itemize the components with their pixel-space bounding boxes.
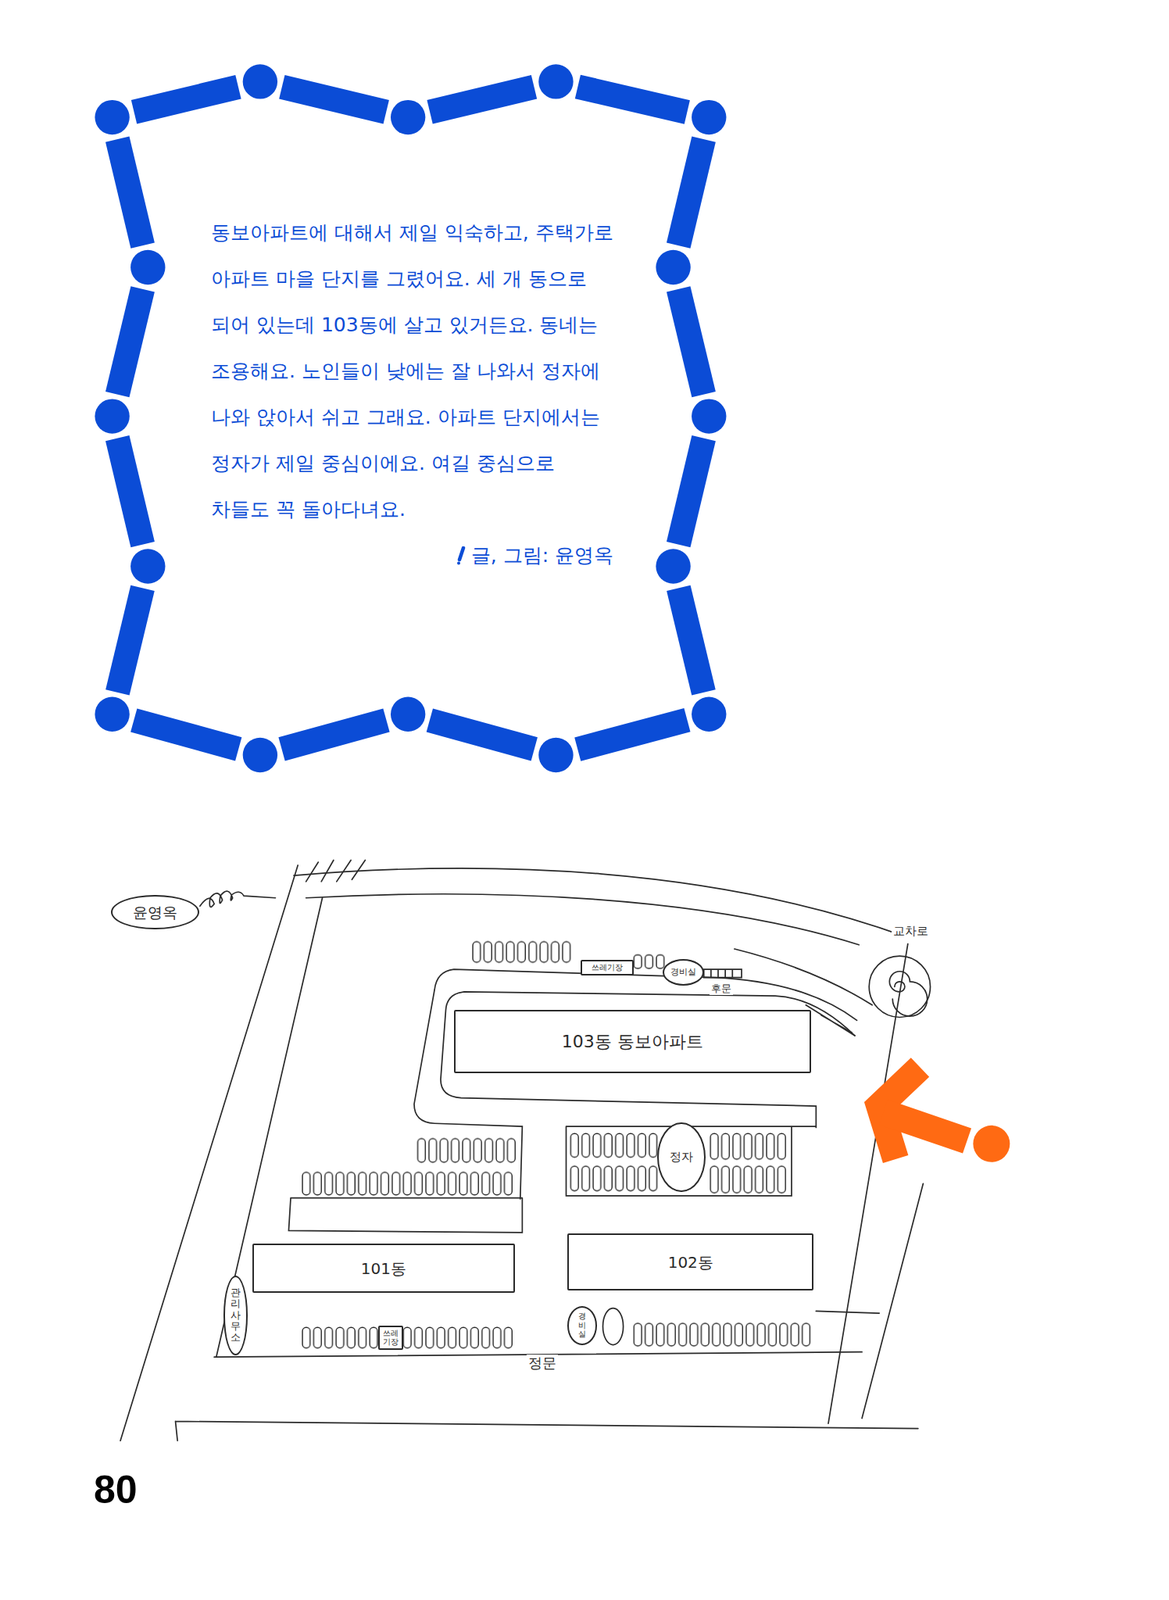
page-number: 80 xyxy=(92,1465,140,1513)
frame-bar xyxy=(117,289,143,395)
frame-dot xyxy=(130,250,165,285)
gate xyxy=(704,968,742,977)
frame-bar xyxy=(577,86,687,113)
frame-dot xyxy=(655,250,690,285)
node-label: 경비실 xyxy=(575,1311,590,1339)
frame-dot xyxy=(390,697,426,732)
drawing xyxy=(94,64,1010,1441)
node-label: 관리사무소 xyxy=(230,1286,241,1343)
body-text: 동보아파트에 대해서 제일 익숙하고, 주택가로 아파트 마을 단지를 그렸어요… xyxy=(210,209,614,533)
frame-bar xyxy=(117,587,143,692)
node-label: 103동 동보아파트 xyxy=(561,1031,704,1052)
frame-bar xyxy=(282,719,387,749)
frame-dot xyxy=(390,100,426,135)
parking-row xyxy=(708,1132,788,1160)
frame-dot xyxy=(691,697,726,732)
parking-row xyxy=(471,940,572,964)
frame-dot xyxy=(538,64,573,99)
node-label: 경비실 xyxy=(670,966,697,977)
roundabout xyxy=(868,955,930,1017)
office-oval: 관리사무소 xyxy=(223,1275,248,1355)
frame-bar xyxy=(117,438,143,545)
pavilion-oval: 정자 xyxy=(657,1122,705,1192)
signature-squiggle xyxy=(200,890,276,907)
frame-dot xyxy=(691,100,726,135)
text-frame: 동보아파트에 대해서 제일 익숙하고, 주택가로 아파트 마을 단지를 그렸어요… xyxy=(210,209,614,573)
parking-row xyxy=(416,1137,518,1164)
signature-oval: 윤영옥 xyxy=(110,894,199,930)
hatch xyxy=(306,859,366,881)
frame-dot xyxy=(655,548,690,583)
frame-dots xyxy=(94,64,726,773)
credit-text: 글, 그림: 윤영옥 xyxy=(210,538,614,573)
node-label: 쓰레기장 xyxy=(382,1328,400,1347)
gate-label: 정문 xyxy=(526,1354,558,1372)
guard-oval: 경비실 xyxy=(567,1305,598,1345)
frame-dot xyxy=(94,100,129,135)
frame-bar xyxy=(577,719,687,749)
arrow-shaft xyxy=(883,1111,967,1141)
frame-bar xyxy=(429,719,535,749)
road-line xyxy=(306,893,860,945)
node-label: 정자 xyxy=(669,1149,694,1164)
pencil-icon xyxy=(455,546,467,565)
road-line xyxy=(815,1310,880,1313)
roundabout-spiral xyxy=(889,971,927,1016)
road-line xyxy=(288,1197,522,1233)
frame-bar xyxy=(282,86,387,112)
frame-bar xyxy=(678,587,704,692)
garbage-box: 쓰레기장 xyxy=(580,959,634,976)
building-box: 103동 동보아파트 xyxy=(454,1009,812,1073)
gate-label: 후문 xyxy=(709,982,733,995)
road-line xyxy=(861,1183,923,1418)
map-lines xyxy=(120,859,930,1441)
frame-bar xyxy=(134,86,239,112)
building-box: 101동 xyxy=(252,1243,515,1293)
blue-frame xyxy=(117,86,704,750)
frame-dot xyxy=(243,737,278,773)
frame-dot xyxy=(243,64,278,99)
frame-bar xyxy=(429,86,534,112)
parking-row xyxy=(568,1165,659,1192)
orange-arrow xyxy=(879,1066,1010,1162)
arrow-dot xyxy=(972,1125,1010,1162)
node-label: 102동 xyxy=(668,1252,714,1272)
node-label: 윤영옥 xyxy=(132,903,178,922)
frame-dot xyxy=(691,398,726,433)
small-circle xyxy=(602,1308,623,1345)
frame-bar xyxy=(678,139,704,246)
road-line xyxy=(828,943,909,1424)
frame-dot xyxy=(130,548,165,583)
parking-row xyxy=(300,1171,515,1196)
node-label: 101동 xyxy=(361,1258,407,1278)
road-line xyxy=(293,868,906,937)
node-label: 쓰레기장 xyxy=(591,962,623,973)
frame-bar xyxy=(133,719,239,749)
frame-dot xyxy=(94,697,129,732)
frame-bar xyxy=(678,438,704,545)
garbage-box: 쓰레기장 xyxy=(378,1325,404,1350)
frame-bar xyxy=(117,139,143,246)
road-line xyxy=(414,968,858,1199)
guard-oval: 경비실 xyxy=(662,958,705,986)
parking-row xyxy=(708,1165,788,1195)
parking-row xyxy=(568,1132,659,1159)
pencil-tip xyxy=(457,561,461,565)
frame-bar xyxy=(678,289,704,395)
road-line xyxy=(175,1420,919,1441)
road-line xyxy=(440,991,855,1128)
parking-row xyxy=(632,954,666,970)
frame-dot xyxy=(94,398,129,433)
pencil-body xyxy=(459,547,464,560)
road-line xyxy=(120,865,298,1441)
place-label: 교차로 xyxy=(891,923,930,938)
parking-row xyxy=(300,1326,515,1349)
parking-row xyxy=(632,1322,812,1347)
frame-dot xyxy=(538,737,573,773)
building-box: 102동 xyxy=(567,1233,814,1291)
